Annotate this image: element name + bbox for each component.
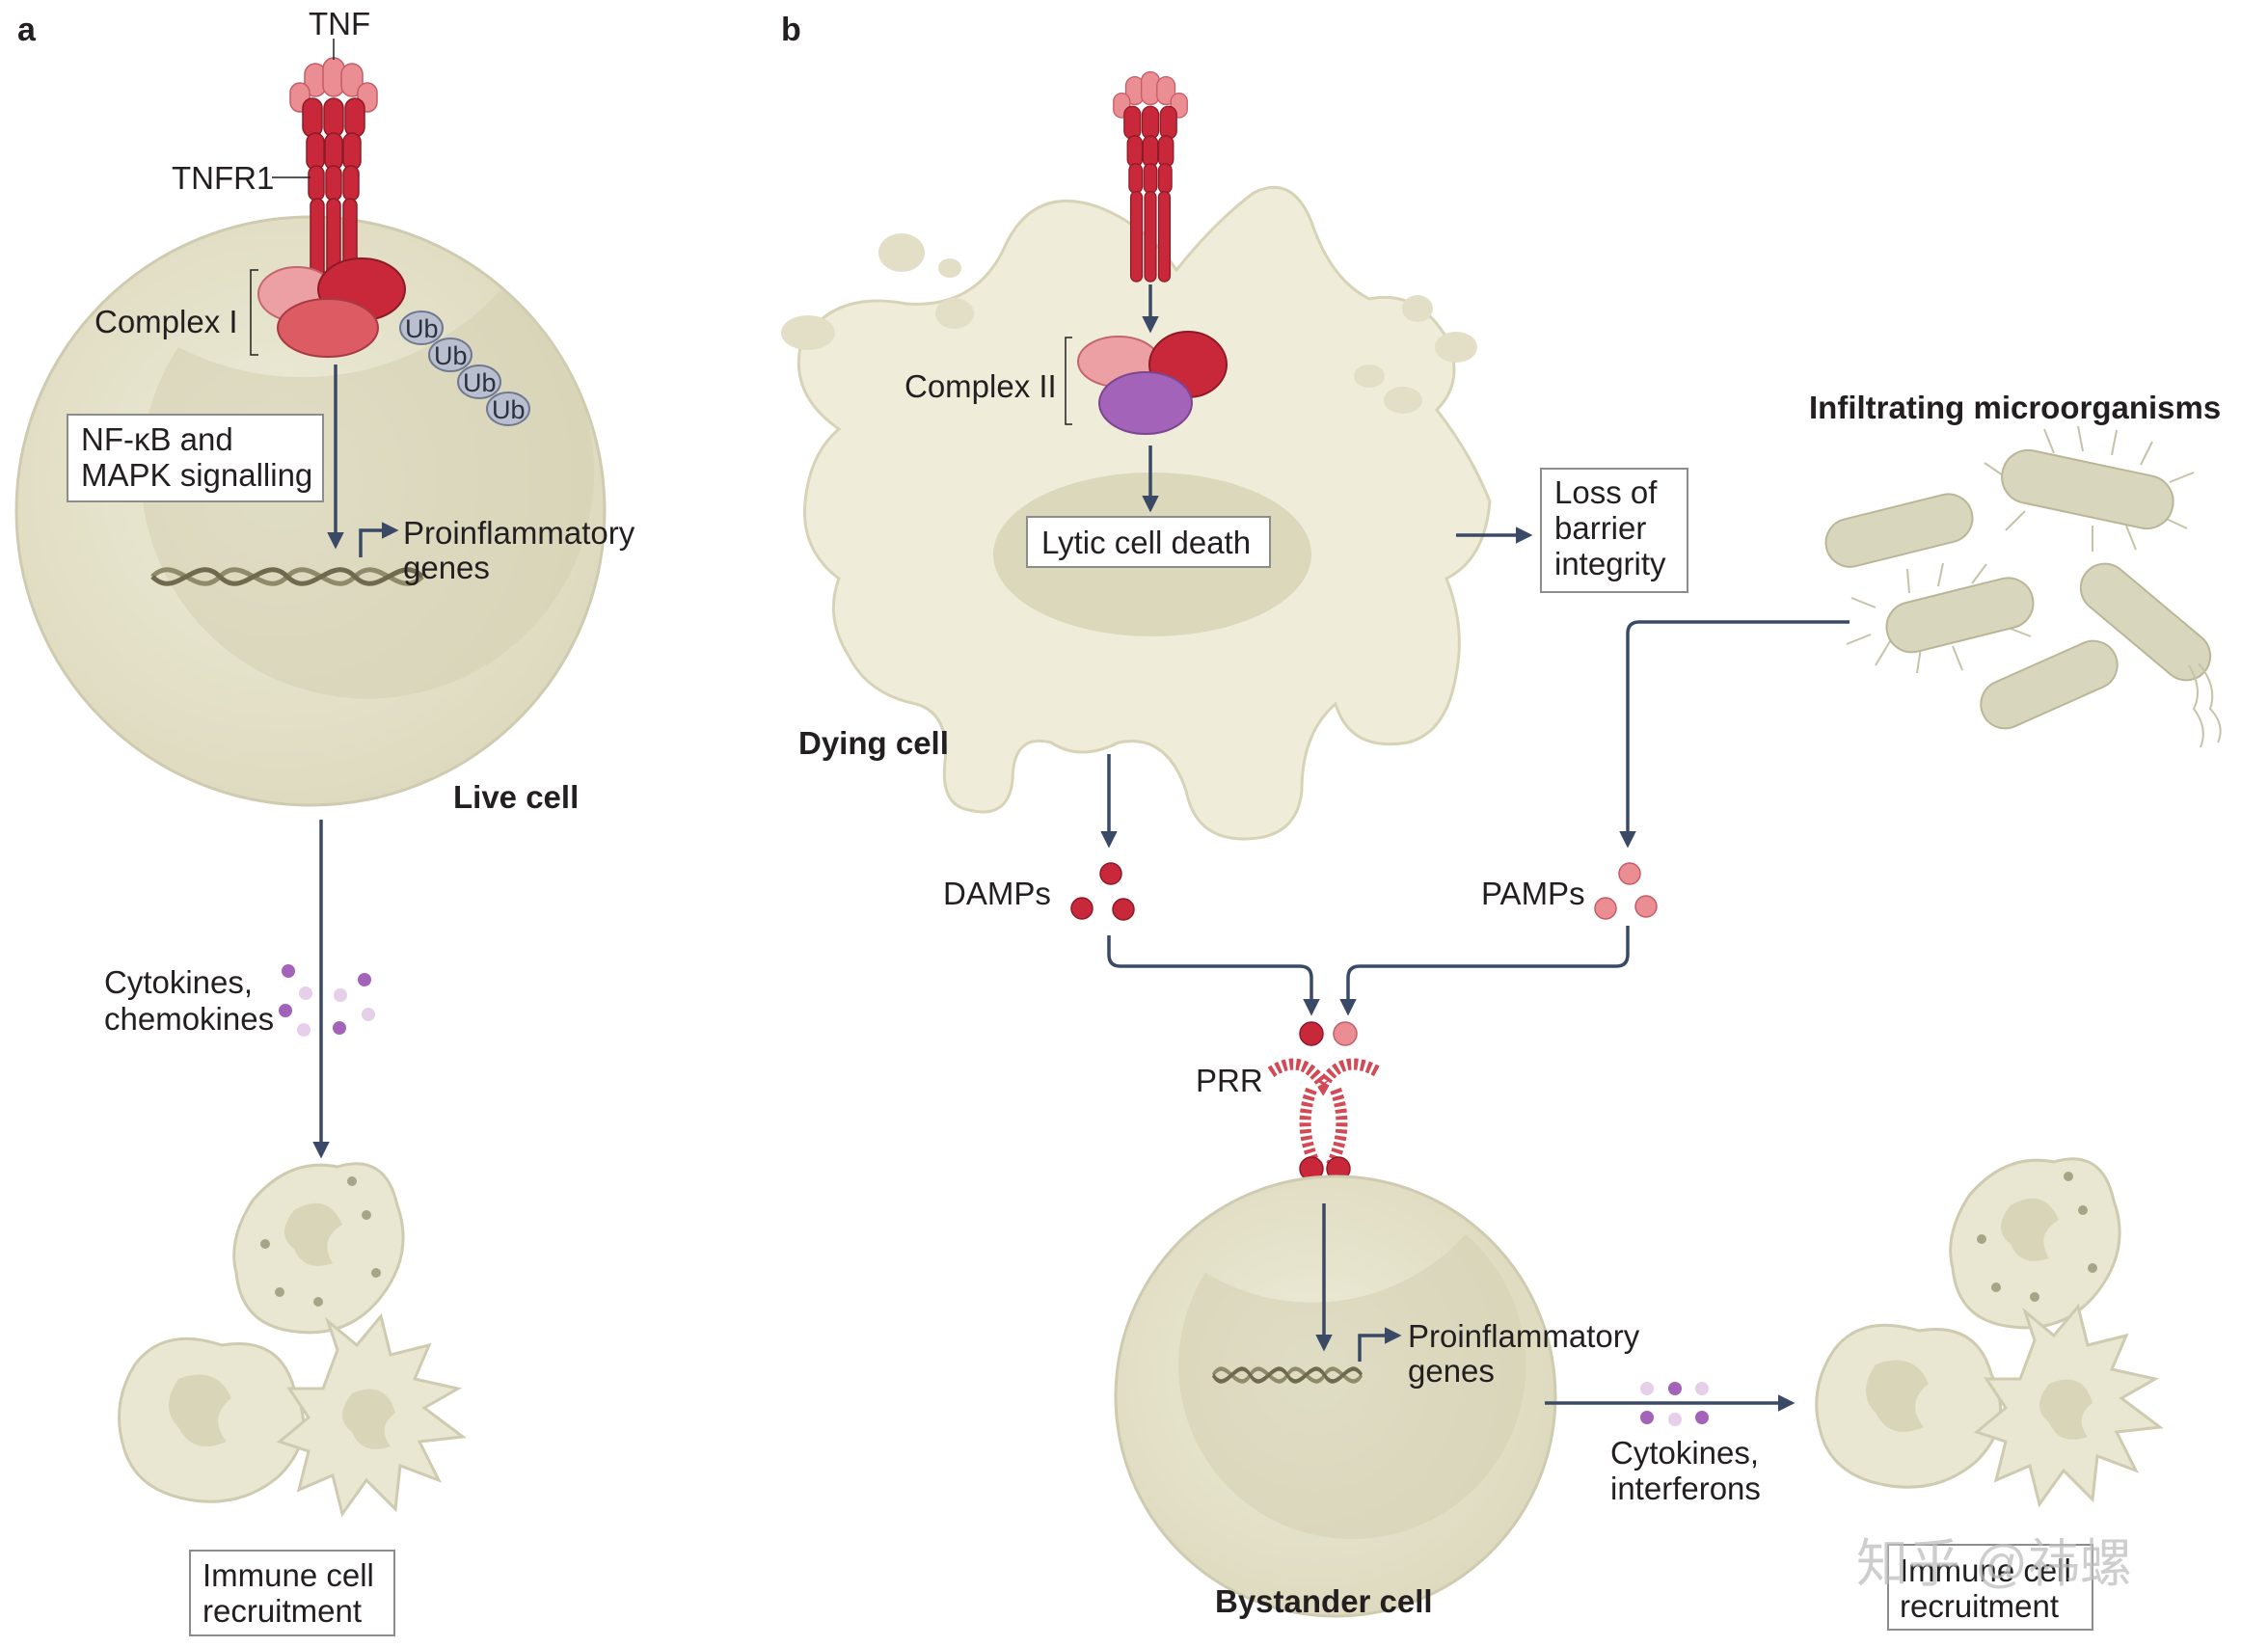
pamp-arrow bbox=[1619, 620, 1850, 849]
ubiquitin-chain: Ub Ub Ub Ub bbox=[399, 310, 530, 426]
ub-label-1: Ub bbox=[405, 314, 439, 343]
damps-label: DAMPs bbox=[943, 876, 1051, 911]
complex-ii-label: Complex II bbox=[904, 368, 1057, 404]
cytokine-dots-b bbox=[1640, 1382, 1709, 1426]
recruitment-a-line-2: recruitment bbox=[202, 1593, 362, 1629]
damp-to-prr-arrow bbox=[1107, 935, 1320, 1016]
tnfr1-label: TNFR1 bbox=[172, 160, 274, 196]
genes-b-line-2: genes bbox=[1408, 1353, 1495, 1389]
bystander-cell-label: Bystander cell bbox=[1215, 1583, 1433, 1619]
lytic-death-label: Lytic cell death bbox=[1041, 525, 1251, 560]
signalling-line-2: MAPK signalling bbox=[81, 457, 312, 493]
cytokine-dots bbox=[279, 964, 375, 1037]
lytic-death-box bbox=[1026, 516, 1271, 568]
complex-i bbox=[257, 257, 406, 358]
recruitment-b-line-1: Immune cell bbox=[1900, 1552, 2071, 1588]
barrier-box bbox=[1540, 468, 1688, 593]
recruitment-b-line-2: recruitment bbox=[1900, 1588, 2059, 1624]
cytokines-b-line-2: interferons bbox=[1610, 1471, 1761, 1506]
complex-ii bbox=[1077, 331, 1228, 435]
genes-b-line-1: Proinflammatory bbox=[1408, 1318, 1640, 1354]
prr-label: PRR bbox=[1196, 1063, 1263, 1098]
ub-label-4: Ub bbox=[492, 395, 526, 424]
cytokines-line-2: chemokines bbox=[104, 1001, 274, 1037]
tnf-label: TNF bbox=[309, 6, 370, 41]
genes-label-line-1: Proinflammatory bbox=[403, 515, 635, 551]
recruitment-a-line-1: Immune cell bbox=[202, 1557, 374, 1593]
signalling-box bbox=[67, 414, 324, 502]
bystander-cell bbox=[1114, 1174, 1557, 1618]
barrier-line-1: Loss of bbox=[1554, 474, 1658, 510]
pamp-dots bbox=[1594, 862, 1658, 920]
pamps-label: PAMPs bbox=[1481, 876, 1585, 911]
barrier-line-3: integrity bbox=[1554, 546, 1666, 581]
live-cell-label: Live cell bbox=[453, 779, 579, 815]
panel-b-label: b bbox=[781, 12, 801, 48]
immune-cells-b bbox=[1815, 1157, 2164, 1508]
dying-cell-label: Dying cell bbox=[798, 725, 949, 761]
genes-label-line-2: genes bbox=[403, 550, 490, 585]
bacteria bbox=[1824, 425, 2222, 748]
microorganisms-label: Infiltrating microorganisms bbox=[1809, 390, 2221, 425]
pamp-to-prr-arrow bbox=[1339, 926, 1630, 1016]
immune-cells-a bbox=[118, 1162, 467, 1518]
prr-receptor bbox=[1267, 1021, 1383, 1181]
cytokines-line-1: Cytokines, bbox=[104, 964, 253, 1000]
panel-a-label: a bbox=[17, 12, 37, 48]
ub-label-2: Ub bbox=[434, 341, 468, 370]
cytokines-b-line-1: Cytokines, bbox=[1610, 1435, 1759, 1471]
damp-dots bbox=[1070, 862, 1135, 921]
transcription-arrow-b bbox=[1358, 1327, 1402, 1362]
complex-i-label: Complex I bbox=[94, 304, 238, 339]
watermark: 知乎 @祎螺 bbox=[1856, 1535, 2132, 1593]
signalling-line-1: NF-κB and bbox=[81, 421, 233, 457]
recruitment-box-a bbox=[189, 1550, 395, 1636]
transcription-arrow bbox=[359, 522, 399, 557]
barrier-line-2: barrier bbox=[1554, 510, 1646, 546]
recruitment-box-b bbox=[1887, 1544, 2093, 1631]
ub-label-3: Ub bbox=[463, 368, 497, 397]
